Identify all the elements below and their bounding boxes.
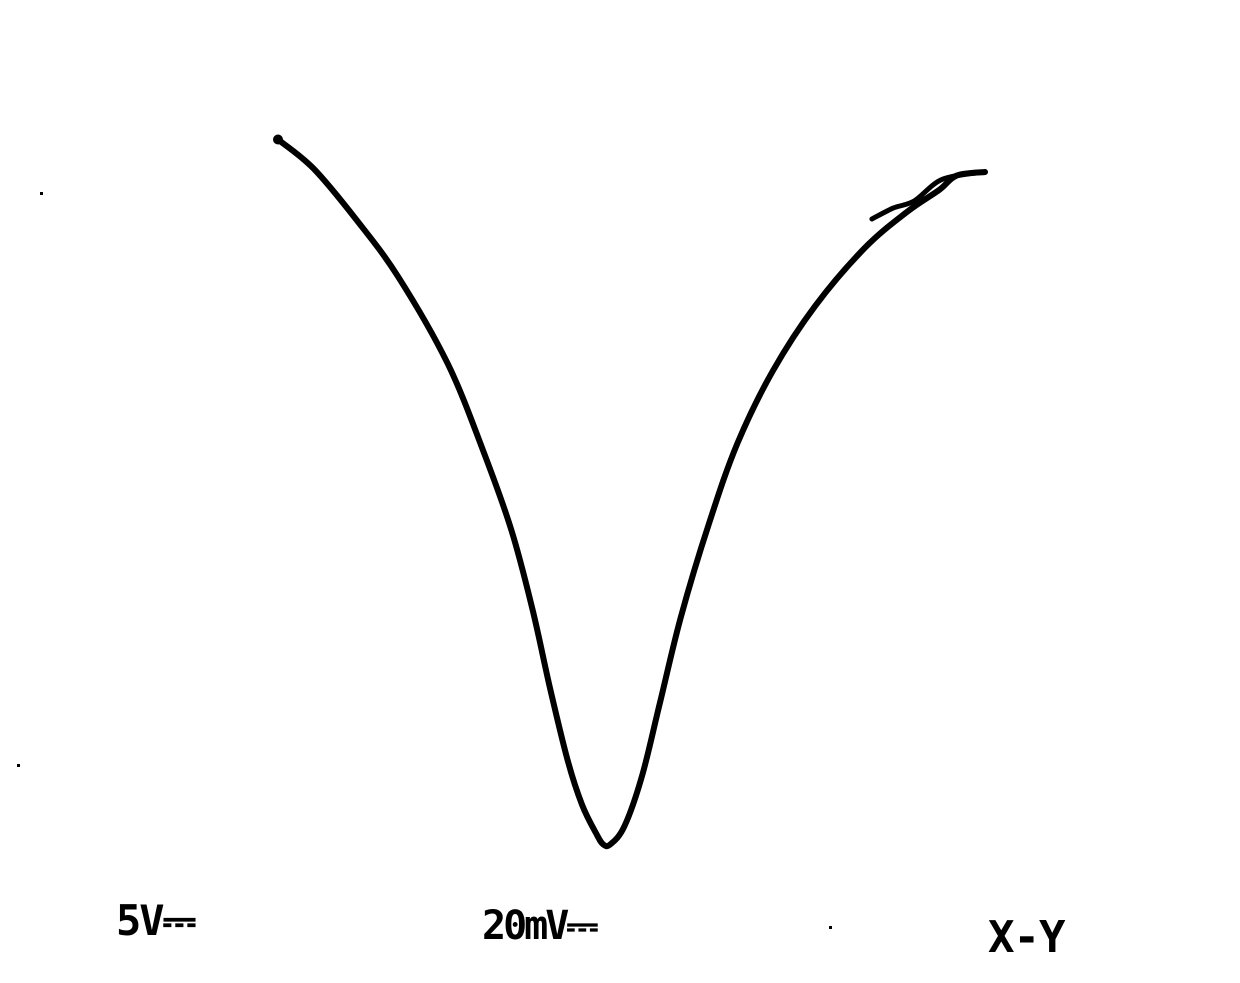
- trace-main-curve: [275, 136, 988, 850]
- channel-2-scale-readout: 20mV⎓: [482, 903, 598, 949]
- trace-start-point: [273, 134, 283, 145]
- screen-speck: [829, 926, 832, 929]
- channel-1-scale-readout: 5V⎓: [116, 896, 196, 945]
- trace-return-loop: [869, 169, 988, 222]
- screen-speck: [40, 192, 43, 195]
- display-mode-label: X-Y: [988, 912, 1065, 963]
- trace-layer: [273, 134, 988, 850]
- screen-speck: [17, 764, 20, 767]
